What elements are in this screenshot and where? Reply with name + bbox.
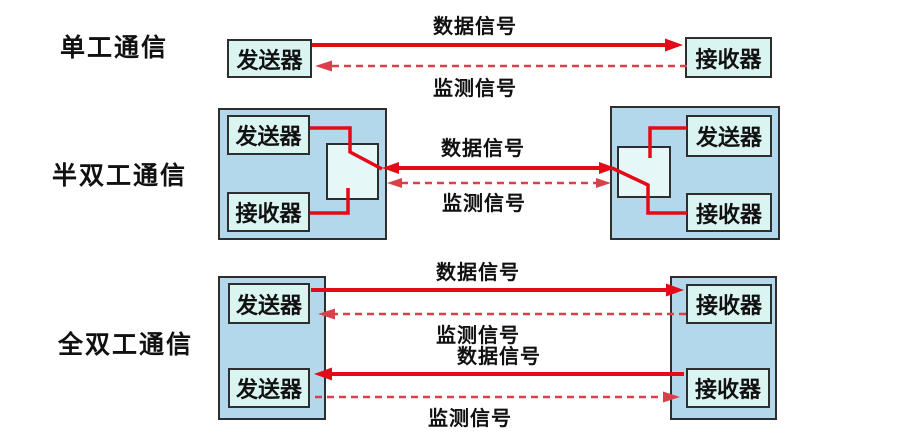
simplex-transmitter-label: 发送器 [236,47,303,73]
simplex-monitor-signal-label: 监测信号 [433,78,517,100]
half-duplex-left-transmitter-label: 发送器 [235,124,302,149]
full-duplex-left-bottom-box: 发送器 [228,368,310,408]
half-duplex-right-transmitter-box: 发送器 [686,115,772,157]
full-duplex-right-top-box: 接收器 [686,284,772,324]
half-duplex-monitor-signal-label: 监测信号 [442,193,526,215]
full-duplex-monitor-signal-bottom-label: 监测信号 [428,408,512,430]
half-duplex-right-switch-box [617,146,671,198]
half-duplex-left-switch-box [326,143,379,200]
simplex-data-signal-arrowhead [665,38,683,52]
full-duplex-left-top-box: 发送器 [228,283,310,324]
simplex-monitor-signal-arrowhead [315,60,332,72]
full-duplex-right-bottom-box: 接收器 [686,368,770,408]
half-duplex-monitor-signal-arrowhead-right [596,178,611,188]
half-duplex-row-label: 半双工通信 [52,162,188,190]
half-duplex-right-receiver-box: 接收器 [686,193,772,232]
full-duplex-left-bottom-label: 发送器 [235,377,302,402]
full-duplex-right-top-label: 接收器 [695,293,762,318]
full-duplex-left-top-label: 发送器 [235,292,302,318]
half-duplex-right-transmitter-label: 发送器 [695,125,762,150]
simplex-receiver-box: 接收器 [685,37,772,78]
full-duplex-data-signal-bottom-label: 数据信号 [457,346,541,368]
half-duplex-left-receiver-box: 接收器 [227,192,310,232]
full-duplex-right-bottom-label: 接收器 [694,377,761,402]
full-duplex-monitor-signal-top-label: 监测信号 [436,325,520,347]
simplex-data-signal-label: 数据信号 [433,16,517,38]
half-duplex-left-receiver-label: 接收器 [235,201,302,226]
simplex-receiver-label: 接收器 [695,46,762,72]
half-duplex-left-transmitter-box: 发送器 [227,115,310,155]
half-duplex-monitor-signal-arrowhead-left [387,178,402,188]
full-duplex-row-label: 全双工通信 [58,331,194,359]
half-duplex-data-signal-label: 数据信号 [441,138,525,160]
simplex-row-label: 单工通信 [60,34,169,62]
half-duplex-right-receiver-label: 接收器 [695,201,762,227]
simplex-transmitter-box: 发送器 [227,39,312,78]
full-duplex-data-signal-top-label: 数据信号 [436,262,520,284]
